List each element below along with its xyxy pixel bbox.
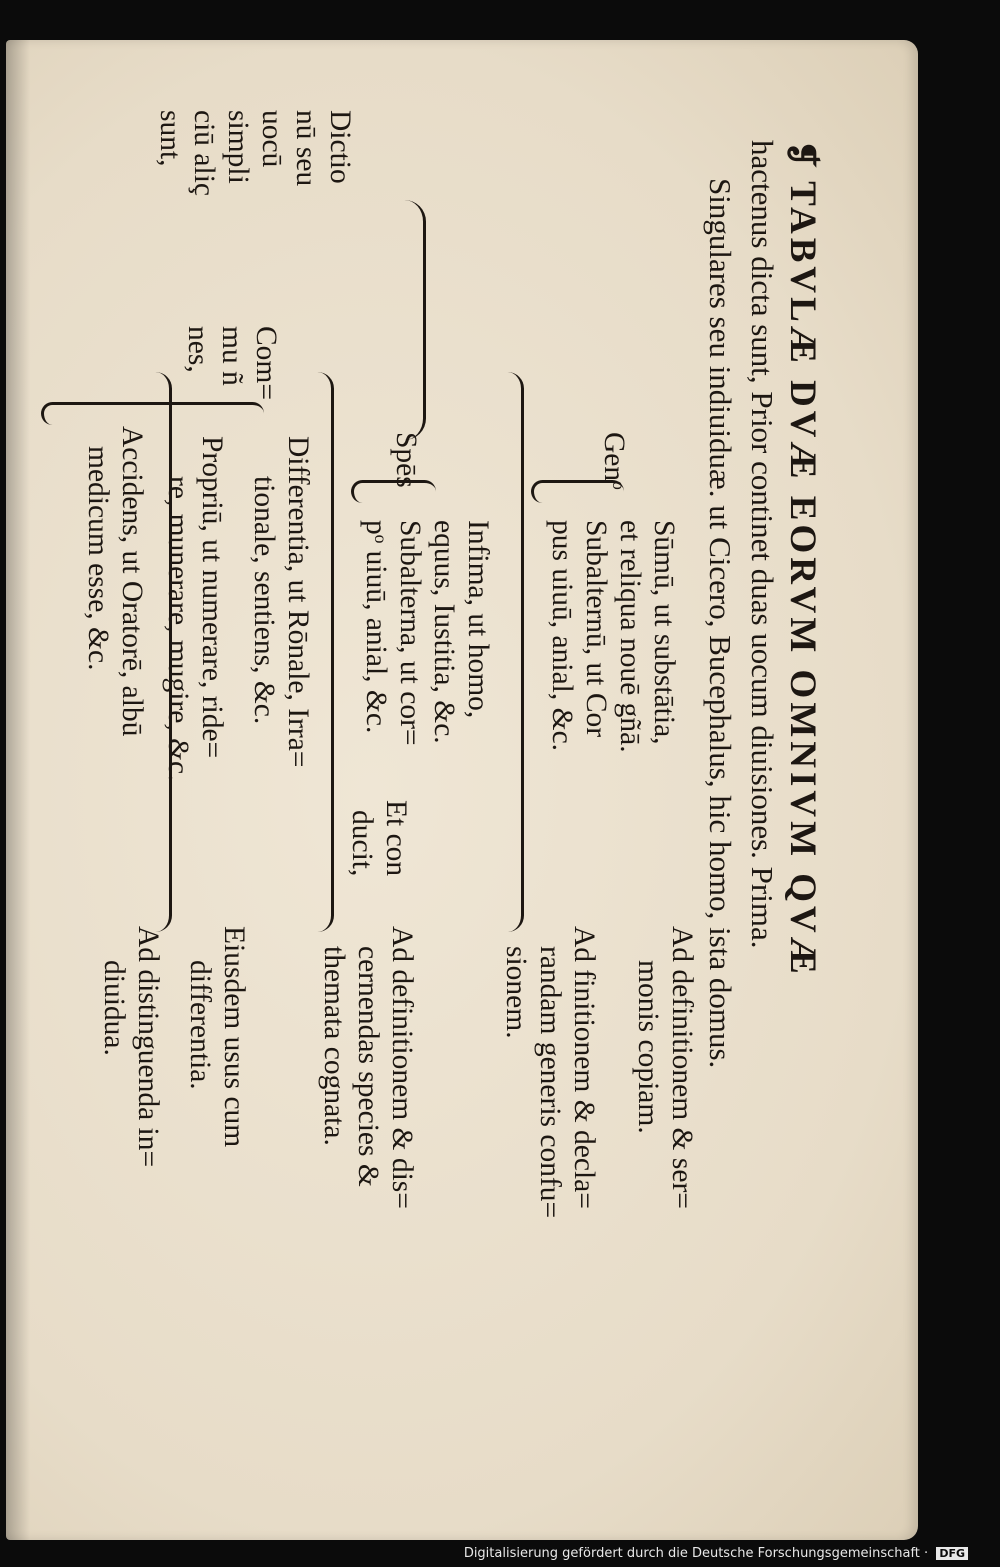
- accidens-note-2: diuidua.: [98, 960, 130, 1056]
- et-con-2: ducit,: [346, 810, 378, 877]
- species-note-2: cernendas species &: [352, 946, 384, 1187]
- species-note-1: Ad definitionem & dis=: [386, 926, 418, 1209]
- brace-dictio: [383, 200, 426, 440]
- title-text: TABVLÆ DVÆ EORVM OMNIVM QVÆ: [782, 181, 823, 978]
- rotated-table-content: ❡ TABVLÆ DVÆ EORVM OMNIVM QVÆ hactenus d…: [4, 110, 824, 1430]
- brace-species: [351, 480, 436, 503]
- singulares-line: Singulares seu indiuiduæ. ut Cicero, Buc…: [703, 178, 738, 1069]
- genus-4: pus uiuū, anial, &c.: [546, 520, 578, 752]
- brace-genus: [531, 480, 624, 503]
- com-label-3: nes,: [182, 326, 214, 373]
- accidens-2: medicum esse, &c.: [82, 446, 114, 671]
- dictio-1: Dictio: [324, 110, 356, 184]
- genus-note-1: Ad finitionem & decla=: [568, 926, 600, 1209]
- brace-divider-1: [491, 372, 524, 932]
- singulares-note-1: Ad definitionem & ser=: [666, 926, 698, 1209]
- differentia-2: tionale, sentiens, &c.: [248, 476, 280, 725]
- dictio-5: ciū aliç: [188, 110, 220, 196]
- dictio-2: nū seu: [290, 110, 322, 187]
- accidens-note-1: Ad distinguenda in=: [132, 926, 164, 1168]
- differentia-note-1: Eiusdem usus cum: [218, 926, 250, 1148]
- dictio-6: sunt,: [154, 110, 186, 167]
- book-page: ❡ TABVLÆ DVÆ EORVM OMNIVM QVÆ hactenus d…: [6, 40, 918, 1540]
- intro-line: hactenus dicta sunt, Prior continet duas…: [745, 140, 780, 949]
- et-con-1: Et con: [380, 800, 412, 877]
- singulares-note-2: monis copiam.: [632, 960, 664, 1134]
- com-label-1: Com=: [250, 326, 282, 401]
- brace-divider-3: [139, 372, 172, 932]
- species-2: equus, Iustitia, &c.: [428, 520, 460, 744]
- genus-1: Sūmū, ut substātia,: [648, 520, 680, 745]
- brace-divider-2: [301, 372, 334, 932]
- species-4: pᵒ uiuū, anial, &c.: [360, 520, 392, 734]
- table-title: ❡ TABVLÆ DVÆ EORVM OMNIVM QVÆ: [781, 140, 824, 978]
- dictio-3: uocū: [256, 110, 288, 168]
- footer-text: Digitalisierung gefördert durch die Deut…: [463, 1546, 929, 1561]
- species-note-3: themata cognata.: [318, 946, 350, 1146]
- genus-3: Subalternū, ut Cor: [580, 520, 612, 738]
- differentia-note-2: differentia.: [184, 960, 216, 1090]
- species-3: Subalterna, ut cor=: [394, 520, 426, 746]
- genus-note-2: randam generis confu=: [534, 946, 566, 1219]
- dictio-4: simpli: [222, 110, 254, 184]
- proprium-1: Propriū, ut numerare, ride=: [196, 436, 228, 759]
- com-label-2: mu ñ: [216, 326, 248, 386]
- pilcrow-mark: ❡: [783, 140, 820, 169]
- genus-2: et reliqua nouē gñā.: [614, 520, 646, 753]
- species-1: Infima, ut homo,: [462, 520, 494, 719]
- digitization-footer: Digitalisierung gefördert durch die Deut…: [464, 1546, 968, 1561]
- page-spine-shadow: [6, 40, 30, 1540]
- dfg-logo: DFG: [936, 1547, 968, 1560]
- genus-note-3: sionem.: [500, 946, 532, 1039]
